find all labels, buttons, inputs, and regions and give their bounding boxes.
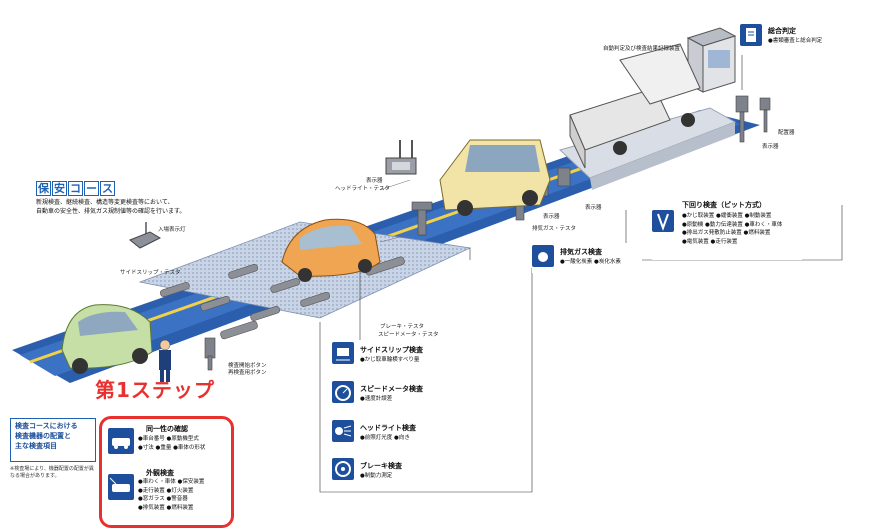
course-desc-line: 新規検査、継続検査、構造等変更検査等において、 (36, 199, 174, 206)
highlight-frame (99, 416, 234, 528)
panel-gaikan-items: ●車わく・車体 ●保安装置 ●走行装置 ●灯火装置 ●窓ガラス ●警音器 ●排気… (138, 478, 204, 512)
step-label: 第1ステップ (95, 378, 215, 402)
label-start-button: 検査開始ボタン (228, 363, 267, 369)
panel-speed-item: ●速度計誤差 (360, 396, 393, 402)
exterior-icon (108, 474, 134, 500)
inspection-item: ●寸法 ●重量 ●車体の形状 (138, 444, 206, 451)
panel-speed-title: スピードメータ検査 (360, 385, 423, 393)
headlight-icon (332, 420, 354, 442)
panel-sideslip: サイドスリップ検査 ●かじ取車輪横すべり量 (332, 342, 462, 370)
label-brake-tester: ブレーキ・テスタ (380, 324, 425, 330)
panel-brake-item: ●制動力測定 (360, 473, 393, 479)
panel-haiki: 排気ガス検査 ●一酸化炭素 ●炭化水素 (532, 243, 642, 273)
panel-sogo: 総合判定 ●書類審査と総合判定 (740, 24, 840, 54)
panel-shitamawari: 下回り検査（ピット方式） ●かじ取装置 ●緩衝装置 ●制動装置 ●原動機 ●動力… (652, 200, 802, 260)
panel-sogo-item: ●書類審査と総合判定 (768, 38, 823, 44)
left-note-line: 主な検査項目 (15, 442, 57, 450)
pit-inspection-icon (652, 210, 674, 232)
label-headlight-tester: ヘッドライト・テスタ (335, 186, 391, 192)
label-placement: 配置器 (778, 130, 795, 136)
inspector-person (159, 339, 171, 382)
brake-icon (332, 458, 354, 480)
panel-sideslip-item: ●かじ取車輪横すべり量 (360, 357, 420, 363)
panel-doitsusei: 同一性の確認 ●車台番号 ●原動機型式 ●寸法 ●重量 ●車体の形状 (108, 424, 224, 464)
label-sideslip-tester: サイドスリップ・テスタ (120, 270, 181, 276)
label-speed-tester: スピードメータ・テスタ (378, 332, 439, 338)
label-display-1: 表示器 (366, 178, 383, 184)
sideslip-icon (332, 342, 354, 364)
panel-brake-title: ブレーキ検査 (360, 462, 402, 470)
inspection-item: ●電気装置 ●走行装置 (682, 238, 738, 245)
panel-shitamawari-items: ●かじ取装置 ●緩衝装置 ●制動装置 ●原動機 ●動力伝達装置 ●車わく・車体 … (682, 212, 782, 246)
yellow-van (439, 139, 551, 216)
inspection-item: ●車台番号 ●原動機型式 (138, 436, 199, 442)
label-display-4: 表示器 (762, 144, 779, 150)
label-display-3: 表示器 (585, 205, 602, 211)
panel-haiki-title: 排気ガス検査 (560, 248, 602, 256)
orange-car (281, 218, 381, 282)
label-exhaust-tester: 排気ガス・テスタ (532, 226, 577, 232)
label-display-2: 表示器 (543, 214, 560, 220)
car-id-icon (108, 428, 134, 454)
inspection-item: ●排気装置 ●燃料装置 (138, 504, 194, 511)
panel-shitamawari-title: 下回り検査（ピット方式） (682, 201, 766, 209)
course-description: 新規検査、継続検査、構造等変更検査等において、 自動車の安全性、排気ガス規制値等… (36, 198, 226, 216)
entrance-light (129, 222, 162, 249)
inspection-item: ●排出ガス発散防止装置 ●燃料装置 (682, 230, 771, 236)
course-desc-line: 自動車の安全性、排気ガス規制値等の確認を行います。 (36, 208, 186, 215)
panel-headlight: ヘッドライト検査 ●前照灯光度 ●向き (332, 420, 462, 448)
course-title-char: コ (68, 181, 83, 196)
course-title: 保 安 コ ー ス (36, 181, 115, 196)
panel-brake: ブレーキ検査 ●制動力測定 (332, 458, 462, 486)
course-title-char: ー (84, 181, 99, 196)
inspection-item: ●かじ取装置 ●緩衝装置 ●制動装置 (682, 213, 772, 219)
panel-sideslip-title: サイドスリップ検査 (360, 346, 423, 354)
panel-headlight-item: ●前照灯光度 ●向き (360, 435, 410, 441)
panel-doitsusei-title: 同一性の確認 (146, 425, 188, 433)
inspection-item: ●窓ガラス ●警音器 (138, 496, 188, 502)
speedometer-icon (332, 381, 354, 403)
course-title-char: ス (100, 181, 115, 196)
panel-sogo-title: 総合判定 (768, 27, 796, 35)
panel-haiki-item: ●一酸化炭素 ●炭化水素 (560, 259, 621, 265)
inspection-item: ●走行装置 ●灯火装置 (138, 487, 194, 494)
document-icon (740, 24, 762, 46)
inspection-item: ●原動機 ●動力伝達装置 ●車わく・車体 (682, 221, 783, 228)
label-entrance-light: 入場表示灯 (158, 227, 186, 233)
panel-gaikan-title: 外観検査 (146, 469, 174, 477)
panel-headlight-title: ヘッドライト検査 (360, 424, 416, 432)
left-note: 検査コースにおける 検査機器の配置と 主な検査項目 (10, 418, 96, 462)
inspection-item: ●車わく・車体 ●保安装置 (138, 479, 205, 485)
truck (569, 43, 701, 169)
left-note-line: 検査コースにおける (15, 422, 78, 430)
left-note-line: 検査機器の配置と (15, 432, 71, 440)
panel-doitsusei-items: ●車台番号 ●原動機型式 ●寸法 ●重量 ●車体の形状 (138, 435, 205, 452)
exhaust-icon (532, 245, 554, 267)
label-sogo-machine: 自動判定及び検査結果記録装置 (603, 46, 681, 52)
course-title-char: 保 (36, 181, 51, 196)
left-footnote: ※検査場により、機器配置の配置が異なる場合があります。 (10, 466, 94, 479)
course-title-char: 安 (52, 181, 67, 196)
panel-speed: スピードメータ検査 ●速度計誤差 (332, 381, 462, 409)
headlight-tester-unit (385, 140, 417, 175)
label-reinspect-button: 再検査用ボタン (228, 370, 267, 376)
panel-gaikan: 外観検査 ●車わく・車体 ●保安装置 ●走行装置 ●灯火装置 ●窓ガラス ●警音… (108, 468, 224, 518)
green-car (61, 304, 153, 374)
tester-rollers (159, 256, 405, 340)
